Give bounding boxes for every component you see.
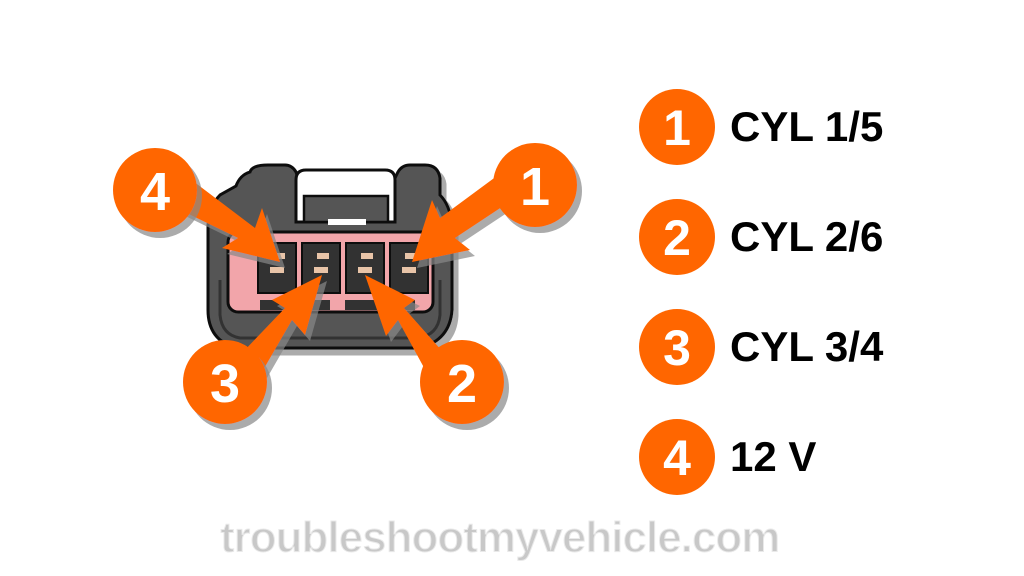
pin-badge-label: 1 <box>520 157 550 217</box>
watermark: troubleshootmyvehicle.com <box>220 513 779 562</box>
legend-item-4: 4 12 V <box>639 419 816 495</box>
pointer-arrows <box>170 170 520 375</box>
arrow-3 <box>240 275 322 372</box>
legend-number: 1 <box>663 100 691 156</box>
arrow-1 <box>412 170 520 262</box>
legend: 1 CYL 1/5 2 CYL 2/6 3 CYL 3/4 4 12 V <box>639 89 884 495</box>
legend-number: 2 <box>663 210 691 266</box>
legend-label: CYL 2/6 <box>730 213 883 260</box>
pin-badge-label: 4 <box>140 162 170 222</box>
legend-item-3: 3 CYL 3/4 <box>639 309 884 385</box>
legend-label: 12 V <box>730 433 816 480</box>
legend-number: 3 <box>663 320 691 376</box>
arrow-4 <box>170 175 280 262</box>
legend-number: 4 <box>663 430 691 486</box>
legend-item-2: 2 CYL 2/6 <box>639 199 883 275</box>
pin-badge-label: 2 <box>447 354 477 414</box>
pin-badge-1: 1 <box>493 143 577 227</box>
legend-label: CYL 3/4 <box>730 323 884 370</box>
pin-badge-2: 2 <box>420 340 504 424</box>
cavities <box>257 242 429 310</box>
legend-label: CYL 1/5 <box>730 103 883 150</box>
pin-badge-4: 4 <box>113 148 197 232</box>
arrow-2 <box>365 275 450 375</box>
pin-badge-3: 3 <box>183 340 267 424</box>
legend-item-1: 1 CYL 1/5 <box>639 89 883 165</box>
pin-badge-label: 3 <box>210 354 240 414</box>
